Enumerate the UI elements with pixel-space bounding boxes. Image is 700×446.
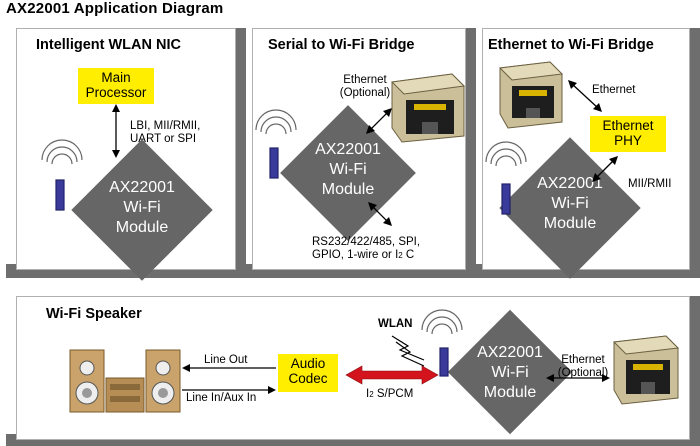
ethernet-jack-icon [390,73,466,143]
panel-wifi-speaker: Wi-Fi Speaker Line Out Line In/Aux In Au… [6,296,700,446]
ethernet-jack-icon [498,61,564,129]
antenna-icon [485,141,527,215]
ethernet-jack-icon [612,335,680,405]
ethernet-label: Ethernet [592,84,636,96]
ethernet-optional-label: Ethernet (Optional) [339,74,391,99]
line-in-label: Line In/Aux In [186,392,257,404]
serial-io-label: RS232/422/485, SPI, GPIO, 1-wire or I2 C [312,236,421,261]
i2s-pcm-label: I2 S/PCM [366,388,414,400]
ethernet-phy-box: Ethernet PHY [590,116,666,152]
panel-serial-to-wifi: Serial to Wi-Fi Bridge Ethernet (Optiona… [242,28,476,278]
panel-title: Ethernet to Wi-Fi Bridge [488,37,654,53]
interface-label: LBI, MII/RMII, UART or SPI [130,120,201,145]
speaker-graphics [69,309,680,413]
wlan-label: WLAN [378,318,413,330]
panel-intelligent-wlan-nic: Intelligent WLAN NIC Main Processor LBI,… [6,28,246,281]
antenna-icon [421,309,463,377]
panel-title: Serial to Wi-Fi Bridge [268,37,415,53]
diagram-title: AX22001 Application Diagram [6,0,224,17]
ethernet-graphics [485,61,618,215]
nic-connectors [41,104,120,211]
panel-title: Intelligent WLAN NIC [36,37,181,53]
audio-codec-box: Audio Codec [278,354,338,392]
antenna-icon [255,109,297,179]
main-processor-box: Main Processor [78,68,154,104]
ethernet-optional-label: Ethernet (Optional) [557,354,609,379]
stereo-system-icon [69,349,181,413]
antenna-icon [41,139,83,211]
i2s-arrow [345,365,439,385]
line-out-label: Line Out [204,354,248,366]
serial-graphics [255,73,466,226]
panel-ethernet-to-wifi: Ethernet to Wi-Fi Bridge Ethernet Ethern… [472,28,700,279]
panel-title: Wi-Fi Speaker [46,306,142,322]
mii-rmii-label: MII/RMII [628,178,672,190]
